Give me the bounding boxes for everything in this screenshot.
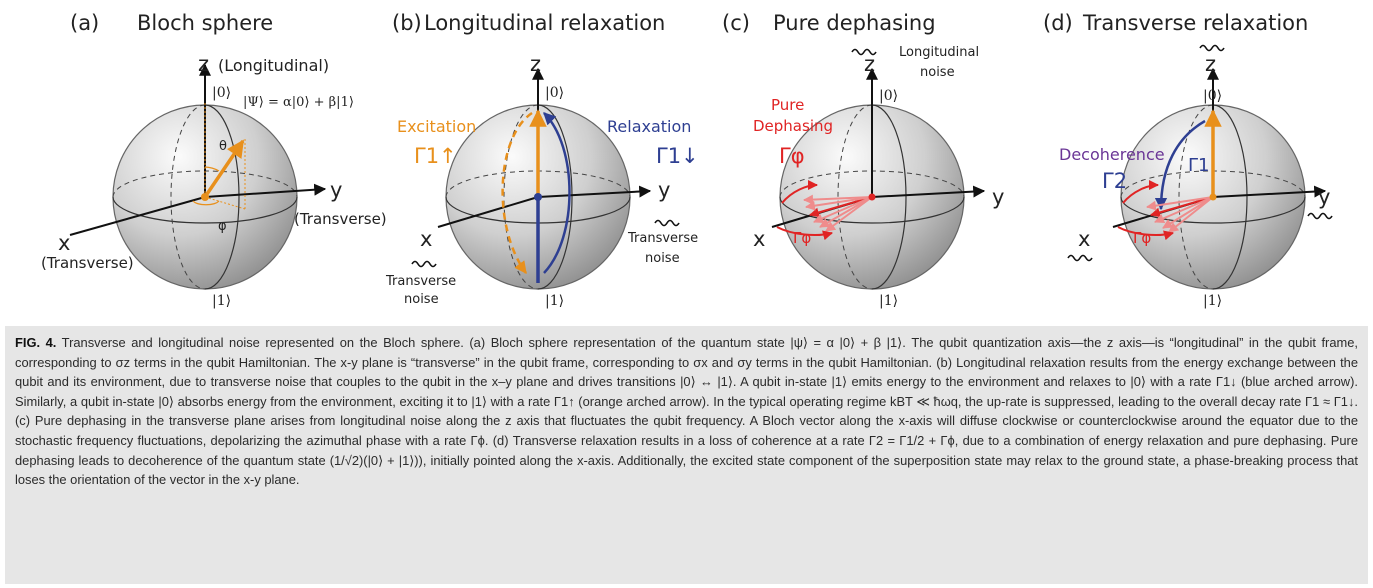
caption-text: Transverse and longitudinal noise repres… [15,335,1358,488]
long-noise-line1: Longitudinal [899,45,979,60]
noise-y-line1: Transverse [627,231,698,246]
ket-0-b: |0⟩ [545,85,564,101]
noise-x-line1: Transverse [385,274,456,289]
x-label-c: x [753,227,765,251]
z-label-b: z [530,52,541,76]
y-label-b: y [658,178,670,202]
bloch-sphere-c [771,67,986,290]
bloch-sphere-b [437,67,652,290]
dephasing-vectors-d [1146,196,1214,233]
relaxation-arc-arrow [543,112,571,274]
relaxation-rate: Γ1↓ [656,144,699,168]
panel-d-title: Transverse relaxation [1082,11,1308,35]
panel-b-tag: (b) [392,11,422,35]
state-vector-arrow [203,139,245,198]
dephasing-rate: Γφ [779,144,805,168]
y-label-d: y [1318,185,1330,209]
figure-caption-box: FIG. 4. Transverse and longitudinal nois… [5,326,1368,584]
long-noise-line2: noise [920,65,955,80]
noise-squiggle-y [654,219,680,227]
z-label-c: z [864,52,875,76]
excitation-rate: Γ1↑ [414,144,457,168]
dephasing-rate-small-d: Γφ [1133,229,1151,247]
panel-c-title: Pure dephasing [773,11,936,35]
panel-c-tag: (c) [722,11,750,35]
bloch-sphere-a [69,63,327,290]
dephasing-vectors [803,194,873,232]
figure-number: FIG. 4. [15,335,57,350]
dephasing-label: Dephasing [753,117,833,135]
figure: (a) Bloch sphere z (Longitudinal) |0⟩ |Ψ… [41,11,1333,309]
state-equation: |Ψ⟩ = α|0⟩ + β|1⟩ [243,95,354,110]
panel-b: (b) Longitudinal relaxation z |0⟩ Excita… [385,11,699,309]
decoherence-rate: Γ2 [1102,169,1127,193]
noise-squiggle-x [411,260,437,268]
y-axis [204,183,327,198]
x-note: (Transverse) [41,254,134,272]
pure-label: Pure [771,96,804,114]
relaxation-label: Relaxation [607,117,691,136]
ket-0-c: |0⟩ [879,88,898,104]
panel-b-title: Longitudinal relaxation [424,11,665,35]
z-note: (Longitudinal) [218,56,329,75]
x-label-b: x [420,227,432,251]
noise-squiggle-z-d [1199,44,1225,52]
ket-1-c: |1⟩ [879,293,898,309]
x-axis [69,196,206,236]
dephasing-rate-small: Γφ [793,229,811,247]
ket-0-d: |0⟩ [1203,88,1222,104]
noise-x-line2: noise [404,292,439,307]
z-label: z [198,52,209,76]
decoherence-label: Decoherence [1059,145,1165,164]
ket-0: |0⟩ [212,85,231,101]
phi-label: φ [218,219,227,234]
x-label-d: x [1078,227,1090,251]
relax-rate-d: Γ1 [1188,155,1209,176]
panel-c: (c) Pure dephasing z Longitudinal noise … [722,11,1004,309]
noise-squiggle-y-d [1307,212,1333,220]
noise-squiggle-x-d [1067,254,1093,262]
y-label-c: y [992,185,1004,209]
theta-label: θ [219,139,227,154]
bloch-sphere-d [1112,67,1327,290]
noise-y-line2: noise [645,251,680,266]
excitation-label: Excitation [397,117,476,136]
y-label: y [330,178,342,202]
ket-1-d: |1⟩ [1203,293,1222,309]
relax-arc-arrow [1154,119,1206,211]
excitation-arc-arrow [501,111,533,275]
ket-1-b: |1⟩ [545,293,564,309]
x-label: x [58,231,70,255]
panel-a-title: Bloch sphere [137,11,273,35]
ket-1: |1⟩ [212,293,231,309]
panel-a: (a) Bloch sphere z (Longitudinal) |0⟩ |Ψ… [41,11,387,309]
panel-a-tag: (a) [70,11,99,35]
figure-caption: FIG. 4. Transverse and longitudinal nois… [15,333,1358,490]
panel-d: (d) Transverse relaxation z |0⟩ Decohere… [1043,11,1333,309]
panel-d-tag: (d) [1043,11,1073,35]
y-note: (Transverse) [294,210,387,228]
z-label-d: z [1205,52,1216,76]
